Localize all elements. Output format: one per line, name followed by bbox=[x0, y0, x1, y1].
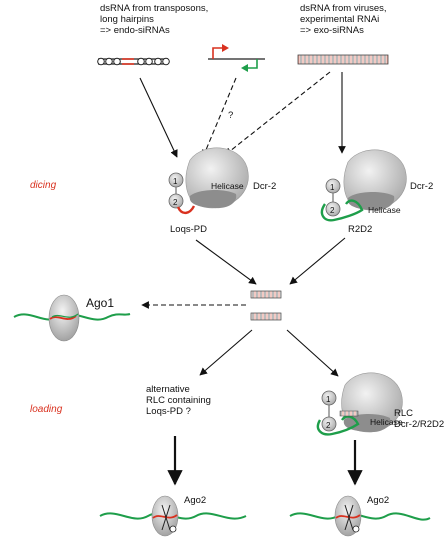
domain-2-left: 2 bbox=[173, 198, 178, 207]
arrow-endo-to-loqs bbox=[139, 77, 178, 158]
alt-rlc-label: alternative RLC containing Loqs-PD ? bbox=[146, 384, 211, 417]
convergent-transcription bbox=[208, 44, 265, 72]
exo-source-label: dsRNA from viruses, experimental RNAi =>… bbox=[300, 3, 387, 36]
rlc-complex bbox=[316, 372, 403, 436]
ago1-label: Ago1 bbox=[86, 296, 115, 310]
dcr2-right-label: Dcr-2 bbox=[410, 181, 434, 192]
viral-dsrna bbox=[297, 54, 389, 65]
ago1-complex bbox=[13, 294, 131, 342]
helicase-bottom-label: Helicase bbox=[370, 417, 403, 427]
domain-1-bottom: 1 bbox=[326, 395, 331, 404]
helicase-left-label: Helicase bbox=[211, 181, 244, 191]
dicing-label: dicing bbox=[30, 180, 57, 191]
ago2-left-label: Ago2 bbox=[184, 495, 207, 506]
domain-1-right: 1 bbox=[330, 183, 335, 192]
domain-2-right: 2 bbox=[330, 206, 335, 215]
arrow-sirna-to-rlc bbox=[286, 329, 339, 377]
endo-source-label: dsRNA from transposons, long hairpins =>… bbox=[100, 3, 209, 36]
arrow-loqs-to-sirna bbox=[195, 239, 257, 285]
question-mark: ? bbox=[228, 110, 234, 121]
arrow-sirna-to-alt-rlc bbox=[199, 329, 253, 376]
ago2-right-complex bbox=[289, 495, 431, 537]
arrow-exo-to-loqs bbox=[224, 71, 331, 156]
sirna-duplexes bbox=[250, 290, 282, 321]
arrow-r2d2-to-sirna bbox=[289, 237, 346, 285]
loading-label: loading bbox=[30, 404, 63, 415]
ago2-right-label: Ago2 bbox=[367, 495, 390, 506]
ago2-left-complex bbox=[99, 495, 247, 537]
rnai-pathway-diagram: dsRNA from transposons, long hairpins =>… bbox=[13, 3, 444, 537]
domain-2-bottom: 2 bbox=[326, 421, 331, 430]
dcr2-r2d2-complex bbox=[320, 149, 407, 222]
r2d2-label: R2D2 bbox=[348, 224, 373, 235]
helicase-right-label: Helicase bbox=[368, 205, 401, 215]
domain-1-left: 1 bbox=[173, 177, 178, 186]
rlc-label: RLC Dcr-2/R2D2 bbox=[394, 408, 444, 430]
loqs-pd-label: Loqs-PD bbox=[170, 224, 207, 235]
diagram-canvas bbox=[13, 44, 431, 537]
arrow-convergent-to-loqs bbox=[202, 77, 237, 158]
hairpin-rna bbox=[97, 57, 170, 66]
dcr2-left-label: Dcr-2 bbox=[253, 181, 277, 192]
dcr2-loqs-complex bbox=[168, 147, 249, 215]
